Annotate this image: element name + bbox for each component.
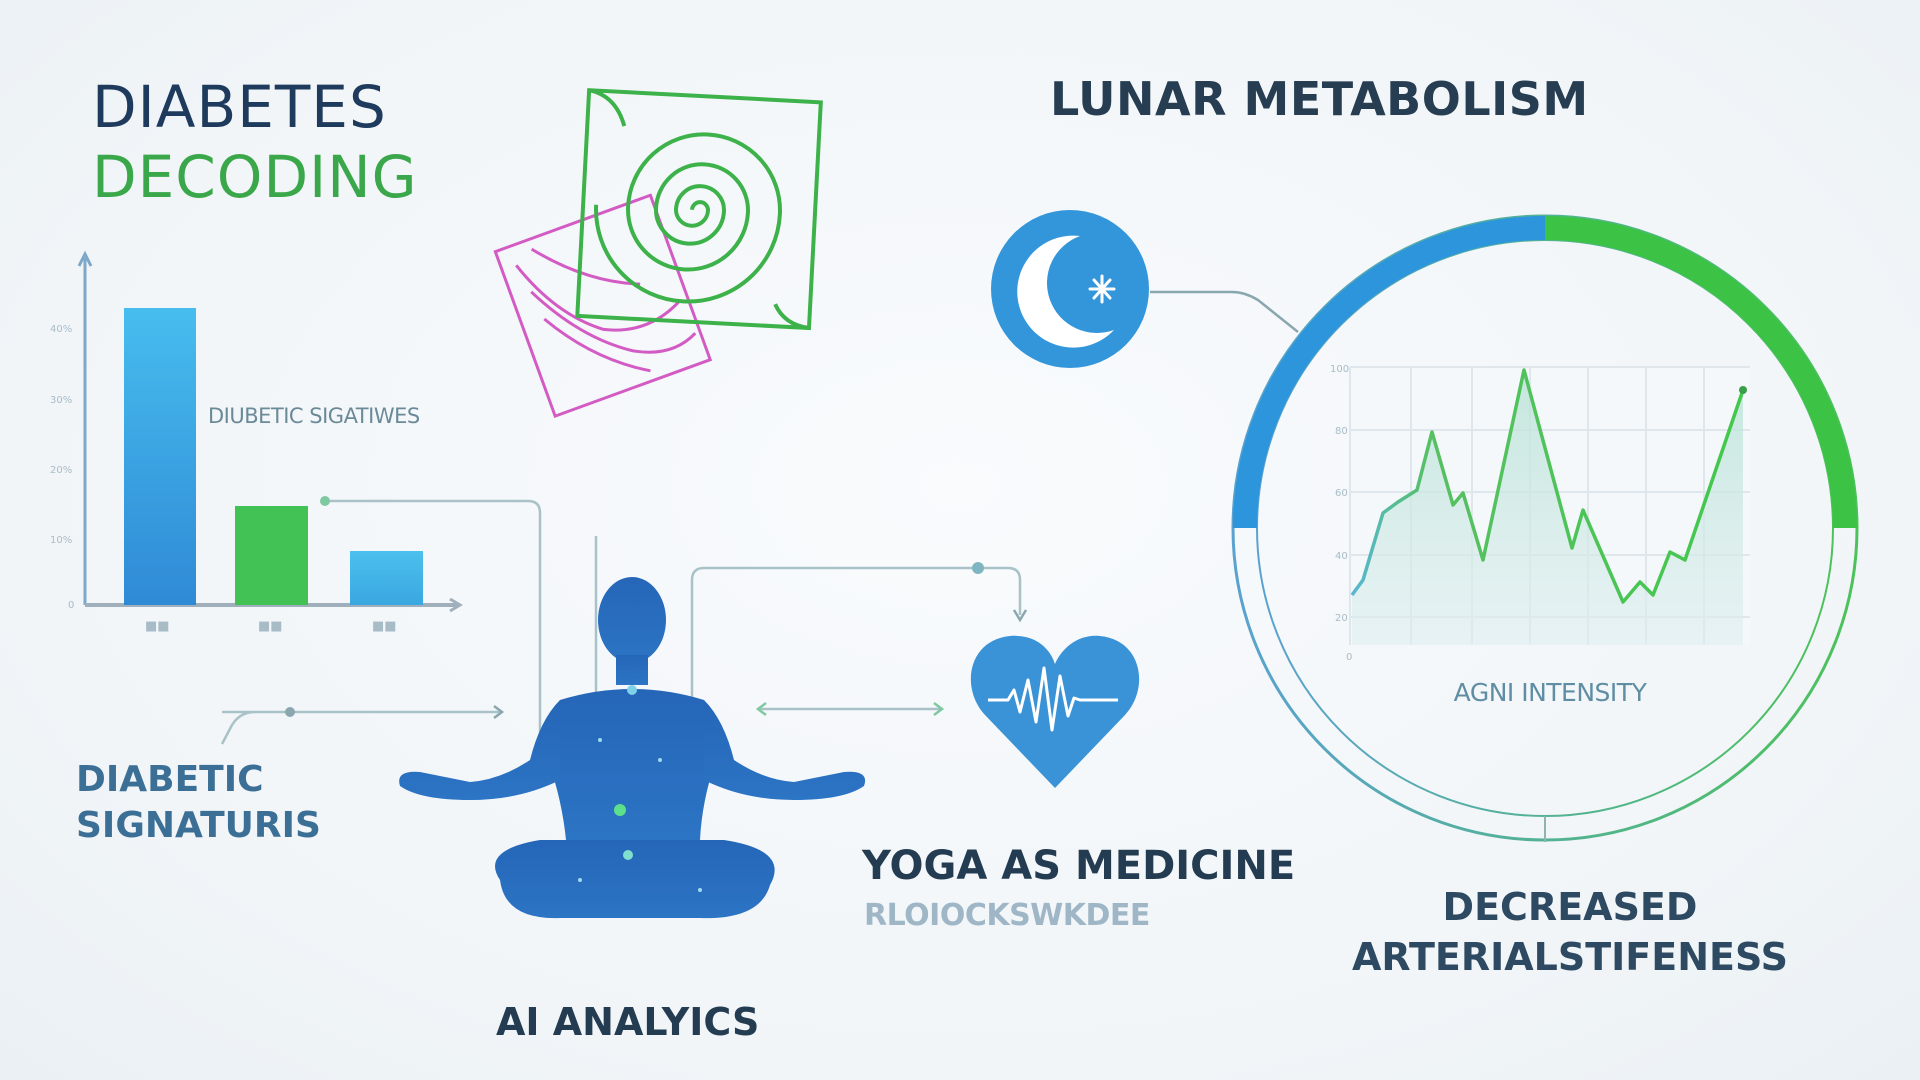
lunar-metabolism-heading: LUNAR METABOLISM bbox=[1050, 72, 1589, 126]
svg-text:100: 100 bbox=[1330, 364, 1349, 375]
moon-star-icon bbox=[991, 210, 1149, 368]
heart-ecg-icon bbox=[970, 635, 1140, 788]
page-title: DIABETES DECODING bbox=[92, 72, 418, 212]
svg-text:60: 60 bbox=[1335, 488, 1348, 499]
bar-chart: 40% 30% 20% 10% 0 ■■ ■■ ■■ bbox=[50, 250, 463, 634]
bar-3 bbox=[350, 551, 423, 605]
meditation-figure bbox=[399, 577, 866, 919]
svg-text:10%: 10% bbox=[50, 535, 72, 546]
spiral-squares-graphic bbox=[493, 88, 823, 419]
yoga-subtitle: RLOIOCKSWKDEE bbox=[864, 898, 1150, 933]
decreased-arterial-stiffness-label: DECREASED ARTERIALSTIFENESS bbox=[1350, 882, 1790, 982]
title-line-2: DECODING bbox=[92, 143, 418, 211]
svg-text:40: 40 bbox=[1335, 551, 1348, 562]
svg-text:20: 20 bbox=[1335, 613, 1348, 624]
agni-intensity-label: AGNI INTENSITY bbox=[1453, 678, 1647, 707]
svg-text:40%: 40% bbox=[50, 324, 72, 335]
bar-2 bbox=[235, 506, 308, 605]
decreased-line-2: ARTERIALSTIFENESS bbox=[1352, 935, 1788, 979]
connector-lines bbox=[220, 290, 1299, 745]
diabetic-signatures-line-2: SIGNATURIS bbox=[76, 805, 321, 846]
svg-text:■■: ■■ bbox=[372, 619, 397, 634]
svg-text:20%: 20% bbox=[50, 465, 72, 476]
svg-text:80: 80 bbox=[1335, 426, 1348, 437]
ai-analytics-label: AI ANALYICS bbox=[496, 1000, 760, 1044]
ring-gauge bbox=[1231, 214, 1859, 842]
diabetic-signatures-label: DIABETIC SIGNATURIS bbox=[76, 757, 321, 849]
decreased-line-1: DECREASED bbox=[1442, 885, 1698, 929]
svg-text:■■: ■■ bbox=[145, 619, 170, 634]
yoga-as-medicine-heading: YOGA AS MEDICINE bbox=[862, 843, 1296, 889]
svg-text:0: 0 bbox=[1346, 652, 1352, 663]
diabetic-signatures-line-1: DIABETIC bbox=[76, 759, 264, 800]
bar-1 bbox=[124, 308, 196, 605]
svg-text:0: 0 bbox=[68, 600, 74, 611]
figure-energy-points bbox=[578, 685, 702, 892]
svg-text:30%: 30% bbox=[50, 395, 72, 406]
agni-intensity-chart: 100 80 60 40 20 0 bbox=[1330, 364, 1750, 663]
bar-chart-label: DIUBETIC SIGATIWES bbox=[208, 404, 420, 428]
title-line-1: DIABETES bbox=[92, 73, 387, 141]
svg-text:■■: ■■ bbox=[258, 619, 283, 634]
